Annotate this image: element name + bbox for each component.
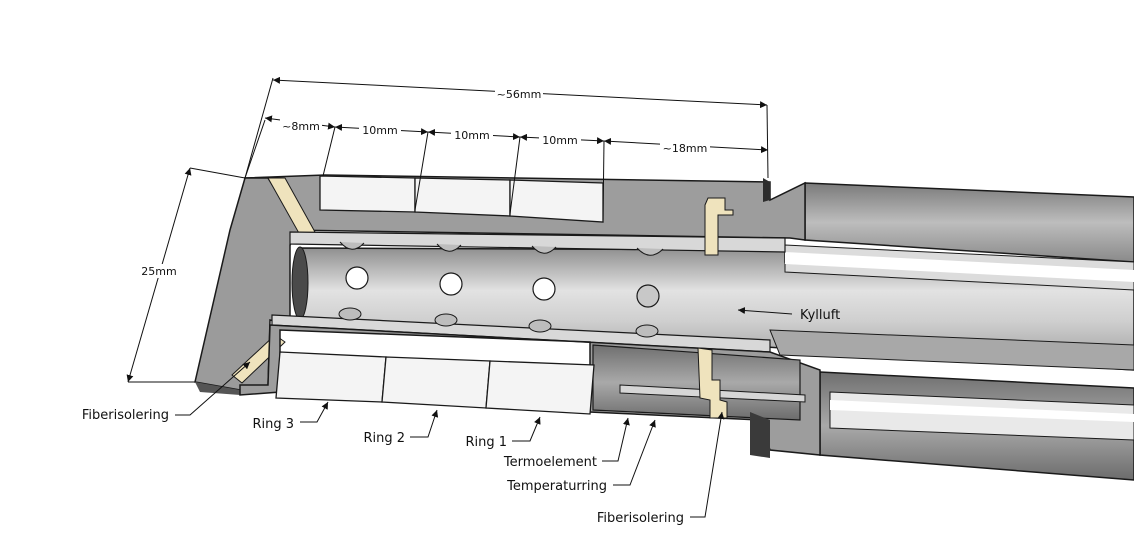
inner-perforated-tube: [291, 244, 1134, 371]
dim-seg2-label: 10mm: [362, 124, 397, 137]
label-ring1: Ring 1: [465, 435, 507, 450]
label-thermocouple: Termoelement: [503, 455, 597, 470]
dim-seg3-label: 10mm: [454, 129, 489, 142]
temperature-ring-insulation: [697, 197, 734, 419]
label-temperature-ring: Temperaturring: [506, 479, 607, 494]
label-ring2: Ring 2: [363, 431, 405, 446]
outer-tube-right: [804, 182, 1134, 481]
air-holes: [345, 266, 660, 308]
dim-seg1-label: ~8mm: [282, 120, 320, 133]
dim-height-label: 25mm: [141, 265, 176, 278]
label-fiber-insulation-left: Fiberisolering: [82, 408, 169, 423]
dim-seg4-label: 10mm: [542, 134, 577, 147]
leader-lines: [175, 307, 793, 518]
top-flange-strip: [289, 231, 786, 256]
label-ring3: Ring 3: [252, 417, 294, 432]
dim-seg5-label: ~18mm: [663, 142, 708, 155]
ring-blocks-bottom: [275, 351, 595, 415]
ring-blocks-top: [319, 175, 604, 223]
label-cooling-air: Kylluft: [800, 308, 840, 323]
label-fiber-insulation-bottom: Fiberisolering: [597, 511, 684, 526]
dim-total-label: ~56mm: [497, 88, 542, 101]
bottom-flange-strip: [271, 307, 771, 353]
